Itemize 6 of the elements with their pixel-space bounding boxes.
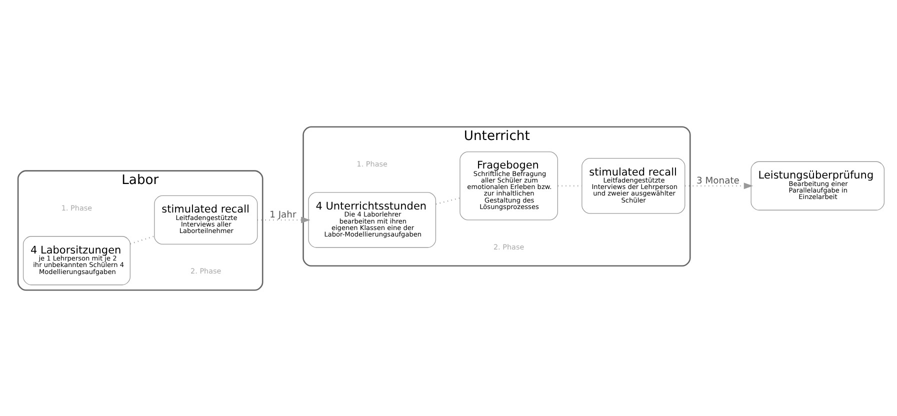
connector <box>436 196 460 204</box>
arrow <box>257 216 310 223</box>
edge-label: 3 Monate <box>696 174 740 186</box>
connector <box>130 235 155 244</box>
arrow <box>685 182 754 189</box>
edge-label: 1 Jahr <box>270 208 296 220</box>
